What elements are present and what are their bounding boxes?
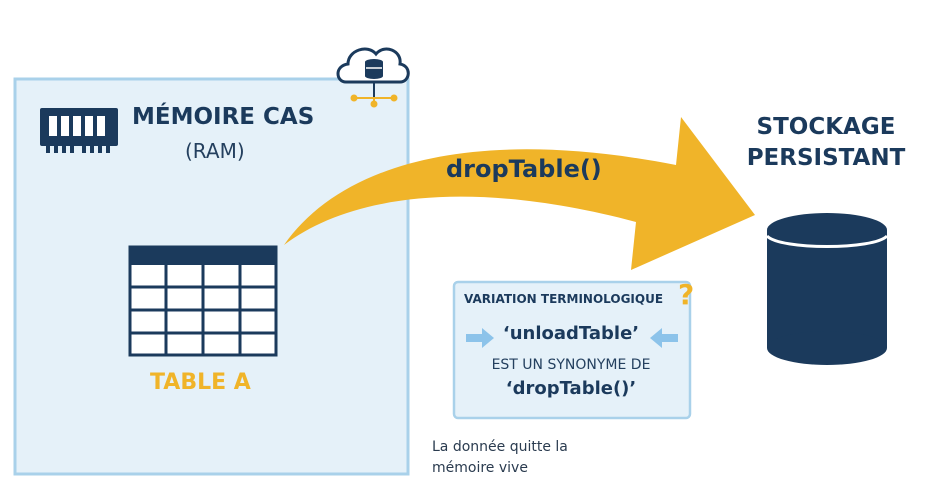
note-term: ‘unloadTable’: [502, 323, 640, 344]
note-header: VARIATION TERMINOLOGIQUE: [464, 292, 664, 306]
caption: La donnée quitte la mémoire vive: [432, 439, 568, 476]
left-arrow-icon: [650, 328, 678, 348]
storage-title: STOCKAGE PERSISTANT: [746, 114, 906, 171]
memory-title: MÉMOIRE CAS: [132, 104, 315, 130]
cloud-database-icon: [336, 47, 410, 108]
operation-label: dropTable(): [446, 155, 602, 183]
table-grid-icon: [128, 245, 278, 357]
database-cylinder-icon: [765, 213, 889, 365]
note-box: [452, 280, 692, 420]
table-label: TABLE A: [150, 370, 251, 395]
memory-subtitle: (RAM): [185, 139, 245, 163]
note-synonym-text: EST UN SYNONYME DE: [491, 357, 651, 373]
note-synonym-term: ‘dropTable()’: [505, 378, 637, 399]
question-mark-icon: ?: [678, 278, 694, 311]
transfer-arrow: [284, 117, 755, 270]
ram-chip-icon: [40, 108, 118, 153]
right-arrow-icon: [466, 328, 494, 348]
